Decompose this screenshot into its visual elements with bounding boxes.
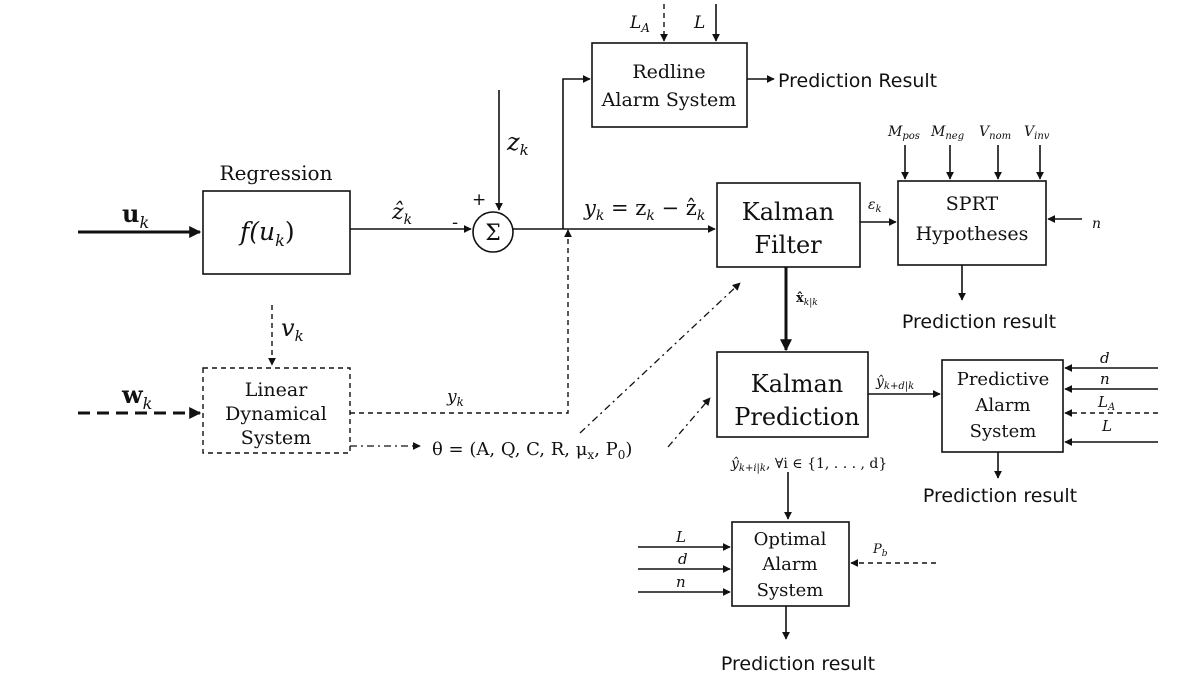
sigma-symbol: Σ [485, 221, 501, 246]
regression-function: f(uk) [238, 217, 295, 250]
y-pred-label: ŷk+d|k [875, 373, 914, 392]
w-input-label: wk [121, 380, 152, 413]
sprt-block [897, 180, 1047, 266]
linear-system-block [202, 367, 351, 454]
predictive-la-label: LA [1097, 393, 1115, 413]
y-lower-label: yk [446, 387, 464, 409]
z-input-label: zk [506, 128, 529, 159]
linear-system-line3: System [241, 427, 311, 449]
kalman-filter-line2: Filter [754, 231, 822, 259]
x-hat-label: x̂k|k [796, 291, 818, 308]
theta-label: θ = (A, Q, C, R, μx, P0) [432, 439, 632, 462]
sprt-mneg-label: Mneg [930, 124, 964, 142]
optimal-alarm-line1: Optimal [754, 529, 827, 550]
sprt-line1: SPRT [946, 193, 999, 215]
linear-system-line1: Linear [245, 379, 309, 401]
optimal-l-label: L [675, 528, 686, 546]
z-hat-label: ẑk [391, 200, 412, 228]
redline-la-label: LA [629, 13, 650, 35]
eps-label: εk [868, 197, 882, 215]
v-input-label: vk [281, 314, 304, 345]
kalman-filter-line1: Kalman [742, 198, 834, 226]
optimal-n-label: n [676, 573, 686, 591]
predictive-l-label: L [1101, 417, 1112, 435]
redline-l-label: L [693, 13, 705, 33]
sprt-n-label: n [1092, 216, 1101, 232]
optimal-alarm-line2: Alarm [761, 554, 817, 575]
predictive-d-label: d [1100, 349, 1110, 367]
sprt-vnom-label: Vnom [979, 124, 1011, 142]
predictive-n-label: n [1100, 370, 1110, 388]
sprt-mpos-label: Mpos [887, 124, 920, 142]
redline-line2: Alarm System [601, 89, 737, 111]
redline-alarm-block [591, 42, 748, 128]
y-pred-range-label: ŷk+i|k, ∀i ∈ {1, . . . , d} [730, 455, 887, 474]
plus-sign: + [472, 190, 486, 210]
y-lower-feed-arrow [350, 229, 572, 414]
sprt-output-label: Prediction result [902, 311, 1056, 333]
regression-block [202, 190, 351, 275]
regression-title: Regression [220, 161, 333, 185]
linear-system-line2: Dynamical [225, 403, 327, 425]
optimal-d-label: d [678, 550, 688, 568]
optimal-pb-label: Pb [872, 542, 888, 559]
predictive-alarm-block [941, 359, 1064, 453]
minus-sign: - [452, 213, 458, 233]
input-u-label: uk [122, 199, 149, 232]
predictive-output-label: Prediction result [923, 485, 1077, 507]
optimal-output-label: Prediction result [721, 653, 875, 675]
summing-junction [472, 211, 514, 253]
y-equation: yk = zk − ẑk [583, 196, 705, 224]
predictive-alarm-line1: Predictive [957, 369, 1050, 390]
predictive-alarm-line2: Alarm [974, 395, 1030, 416]
redline-feed-arrow [562, 75, 591, 229]
kalman-prediction-line1: Kalman [751, 370, 843, 398]
predictive-alarm-line3: System [970, 421, 1037, 442]
optimal-alarm-block [731, 521, 850, 607]
theta-to-filter-arrow [579, 282, 741, 434]
sprt-vinv-label: Vinv [1024, 124, 1050, 142]
kalman-prediction-block [716, 351, 869, 438]
sprt-line2: Hypotheses [916, 223, 1029, 245]
redline-output-label: Prediction Result [778, 70, 937, 92]
optimal-alarm-line3: System [757, 580, 824, 601]
theta-to-prediction-arrow [667, 397, 711, 448]
redline-line1: Redline [632, 61, 705, 83]
kalman-filter-block [716, 182, 861, 268]
kalman-prediction-line2: Prediction [734, 403, 860, 431]
